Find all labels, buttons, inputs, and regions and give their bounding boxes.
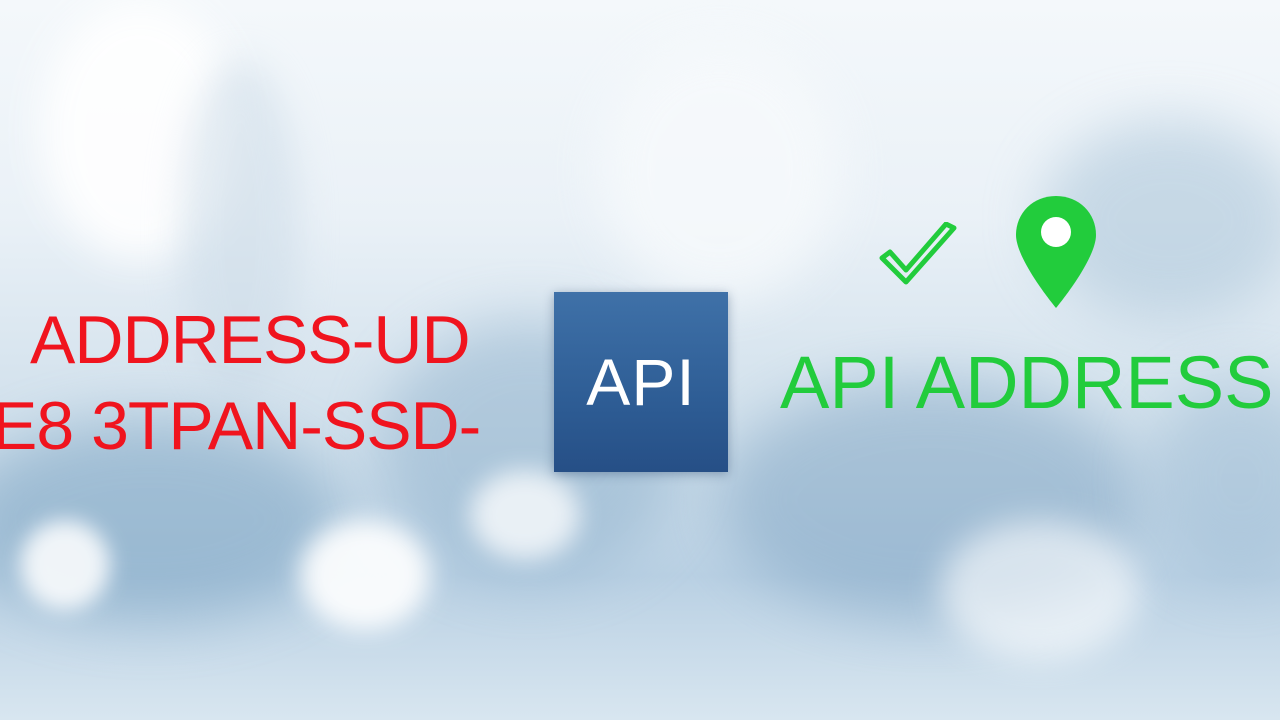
background-bokeh-light <box>20 520 110 610</box>
background-bokeh-light <box>940 520 1140 660</box>
background-bokeh-light <box>470 470 580 560</box>
api-address-label: API ADDRESS <box>780 341 1274 424</box>
red-text-line-2: E8 3TPAN-SSD- <box>0 388 481 464</box>
background-light-blob <box>600 40 840 300</box>
api-box-label: API <box>586 345 696 419</box>
red-text-line-1: ADDRESS-UD <box>30 302 471 378</box>
location-pin-icon <box>1016 196 1096 308</box>
background-bokeh-light <box>300 520 430 630</box>
api-box: API <box>554 292 728 472</box>
background-column-blob <box>180 60 300 400</box>
check-icon <box>879 222 957 285</box>
